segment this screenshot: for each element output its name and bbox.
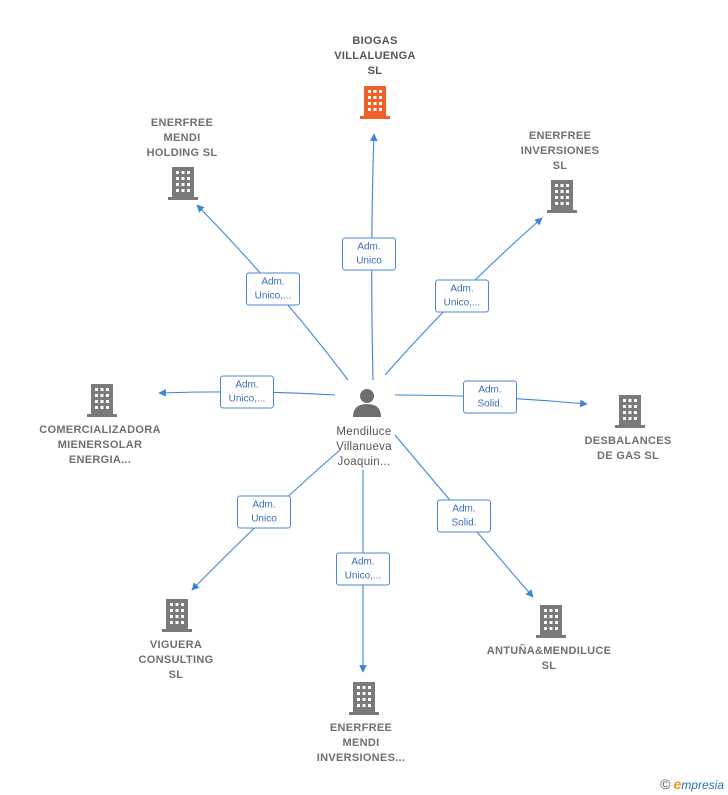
building-icon-holding[interactable] xyxy=(168,167,198,200)
relation-badge-desbalances: Adm. Solid. xyxy=(463,380,517,414)
building-icon-mendi_inv[interactable] xyxy=(349,682,379,715)
brand-initial: e xyxy=(673,776,682,792)
building-icon-viguera[interactable] xyxy=(162,599,192,632)
company-label-holding[interactable]: ENERFREE MENDI HOLDING SL xyxy=(146,117,218,159)
building-icon-desbalances[interactable] xyxy=(615,395,645,428)
building-icon-comercializadora[interactable] xyxy=(87,384,117,417)
relation-badge-inversiones: Adm. Unico,... xyxy=(435,279,489,313)
relation-badge-antuna: Adm. Solid. xyxy=(437,499,491,533)
building-icon-antuna[interactable] xyxy=(536,605,566,638)
company-label-comercializadora[interactable]: COMERCIALIZADORA MIENERSOLAR ENERGIA... xyxy=(39,424,161,466)
relation-badge-mendi_inv: Adm. Unico,... xyxy=(336,552,390,586)
company-label-antuna[interactable]: ANTUÑA&MENDILUCE SL xyxy=(486,645,612,672)
building-icon-biogas[interactable] xyxy=(360,86,390,119)
company-label-desbalances[interactable]: DESBALANCES DE GAS SL xyxy=(584,435,672,462)
empresia-brand: ©empresia xyxy=(660,776,724,792)
company-label-biogas[interactable]: BIOGAS VILLALUENGA SL xyxy=(334,35,416,77)
person-icon[interactable] xyxy=(353,389,381,417)
copyright-symbol: © xyxy=(660,776,671,792)
company-label-inversiones[interactable]: ENERFREE INVERSIONES SL xyxy=(520,130,600,172)
relation-badge-viguera: Adm. Unico xyxy=(237,495,291,529)
relation-badge-holding: Adm. Unico,... xyxy=(246,272,300,306)
company-label-mendi_inv[interactable]: ENERFREE MENDI INVERSIONES... xyxy=(316,722,406,764)
company-label-viguera[interactable]: VIGUERA CONSULTING SL xyxy=(138,639,214,681)
brand-name: mpresia xyxy=(681,778,724,792)
person-name-label[interactable]: Mendiluce Villanueva Joaquin... xyxy=(336,426,392,468)
building-icon-inversiones[interactable] xyxy=(547,180,577,213)
relation-badge-comercializadora: Adm. Unico,... xyxy=(220,375,274,409)
relation-badge-biogas: Adm. Unico xyxy=(342,237,396,271)
